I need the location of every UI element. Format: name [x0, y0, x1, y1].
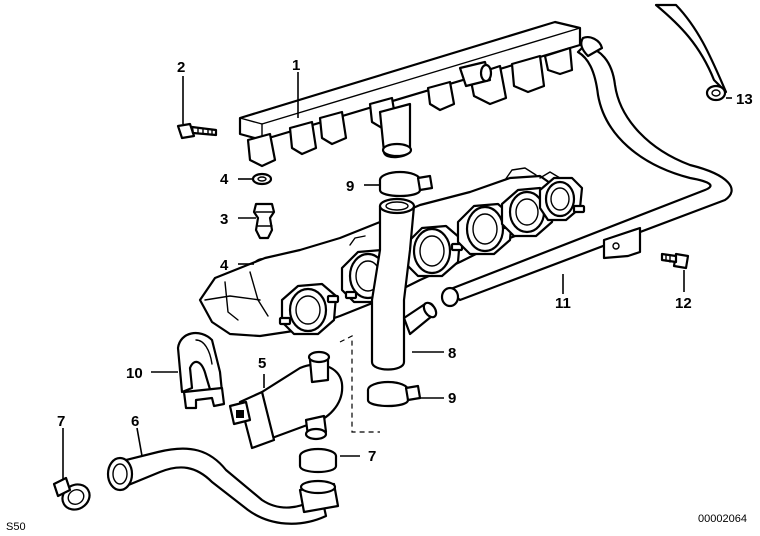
hose-clamp-7-left — [52, 476, 91, 511]
callout-9-upper: 9 — [346, 178, 354, 195]
callout-9-lower: 9 — [448, 390, 456, 407]
manifold-port-1 — [278, 282, 340, 336]
bracket-10 — [176, 331, 226, 410]
callout-11: 11 — [555, 295, 571, 312]
callout-2: 2 — [177, 59, 185, 76]
callout-10: 10 — [126, 365, 143, 382]
o-ring-4-upper — [251, 172, 273, 186]
manifold-port-3 — [404, 224, 464, 278]
hose-clamp-9-lower — [366, 380, 422, 408]
callout-6: 6 — [131, 413, 139, 430]
injector-3 — [252, 202, 276, 240]
hose-13 — [654, 3, 728, 102]
hose-clamp-9-upper — [378, 170, 434, 198]
callout-8: 8 — [448, 345, 456, 362]
callout-7-left: 7 — [57, 413, 65, 430]
fuel-rail-1 — [238, 20, 582, 168]
leader-lines — [62, 72, 732, 480]
callout-5: 5 — [258, 355, 266, 372]
callout-3: 3 — [220, 211, 228, 228]
idle-control-valve-5 — [228, 350, 344, 450]
hose-clamp-7-right — [298, 447, 338, 474]
callout-4-lower: 4 — [220, 257, 229, 274]
callout-1: 1 — [292, 57, 300, 74]
callout-12: 12 — [675, 295, 692, 312]
manifold-port-6 — [538, 176, 586, 222]
bolt-12 — [660, 252, 690, 270]
model-code-label: S50 — [6, 521, 26, 533]
callout-13: 13 — [736, 91, 753, 108]
callout-4-upper: 4 — [220, 171, 229, 188]
hose-6 — [106, 447, 340, 525]
callout-7-right: 7 — [368, 448, 376, 465]
y-pipe-8 — [370, 197, 438, 371]
pipe-11 — [440, 36, 733, 308]
bolt-2 — [176, 122, 218, 140]
drawing-number-label: 00002064 — [698, 513, 747, 525]
